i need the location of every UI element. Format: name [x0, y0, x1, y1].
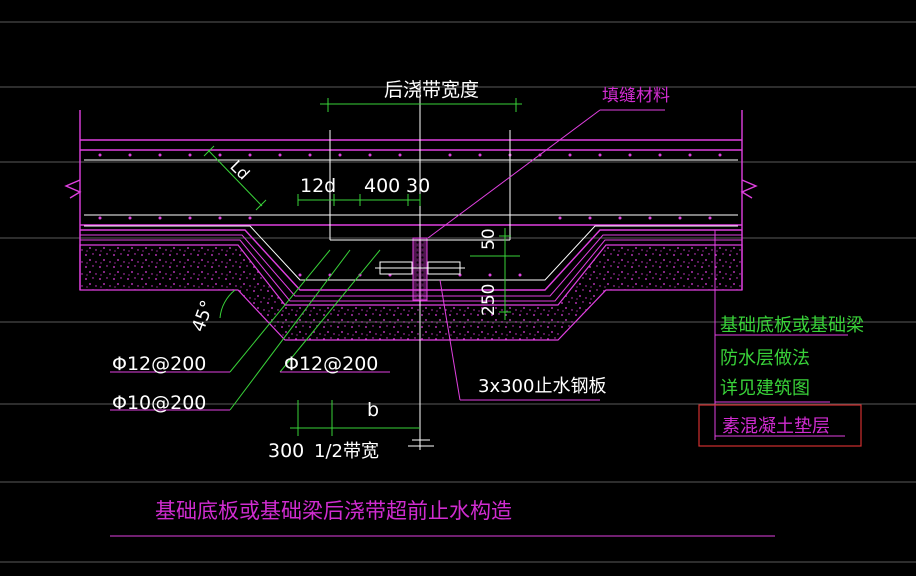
dim-400-label: 400	[364, 175, 400, 197]
drawing-title: 基础底板或基础梁后浇带超前止水构造	[155, 499, 512, 523]
dim-50-label: 50	[479, 228, 499, 250]
dim-250-label: 250	[479, 284, 499, 316]
dim-12d-label: 12d	[300, 175, 336, 197]
dimension-lines	[203, 98, 522, 436]
concrete-cushion	[79, 244, 743, 341]
rebar-12-200-left-label: Φ12@200	[112, 353, 206, 375]
background-gridlines	[0, 21, 916, 563]
legend-cushion-label: 素混凝土垫层	[722, 416, 830, 437]
legend-base-label: 基础底板或基础梁	[720, 315, 864, 336]
cushion-highlight-box	[698, 404, 862, 447]
dim-300-label: 300	[268, 440, 304, 462]
filler-material-label: 填缝材料	[602, 86, 670, 106]
steel-plate-label: 3x300止水钢板	[478, 376, 606, 397]
rebar-dots-top	[98, 153, 722, 277]
half-width-label: 1/2带宽	[314, 441, 379, 462]
legend-waterproof-line2: 详见建筑图	[720, 378, 810, 399]
rebar-10-200-label: Φ10@200	[112, 392, 206, 414]
dim-30-label: 30	[406, 175, 430, 197]
ld-label: Ld	[226, 157, 253, 184]
pour-strip-center	[329, 80, 511, 450]
leader-lines	[110, 109, 848, 537]
angle-45-label: 45°	[188, 298, 219, 335]
dim-b-label: b	[367, 399, 379, 421]
pour-strip-width-label: 后浇带宽度	[384, 79, 479, 101]
legend-waterproof-line1: 防水层做法	[720, 348, 810, 369]
rebar-12-200-mid-label: Φ12@200	[284, 353, 378, 375]
